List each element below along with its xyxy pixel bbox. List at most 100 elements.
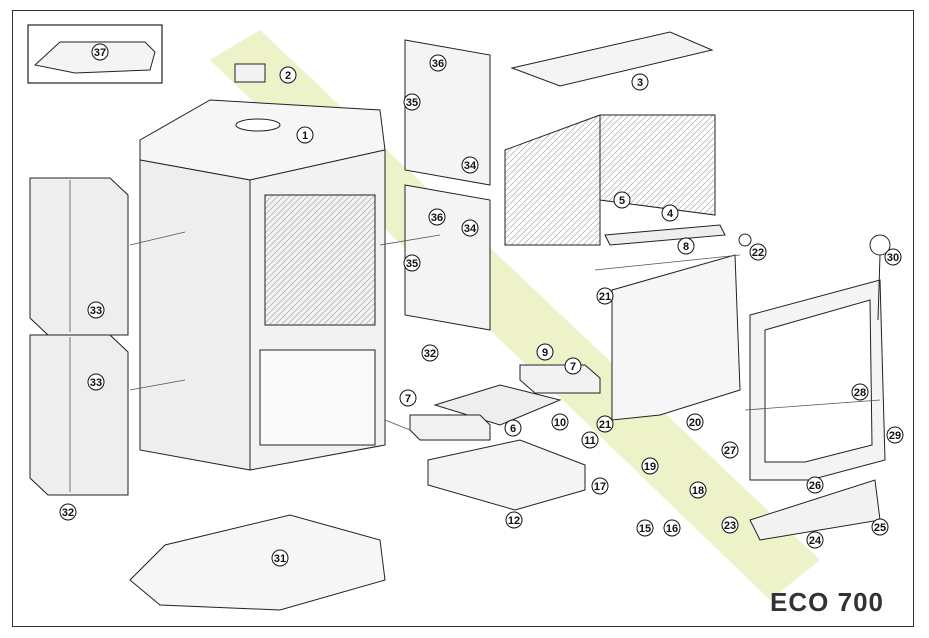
callout-11: 11 [581, 431, 599, 449]
callout-28: 28 [851, 383, 869, 401]
callout-17: 17 [591, 477, 609, 495]
back-plate-upper [404, 39, 491, 186]
spring-part-22 [738, 233, 752, 247]
callout-label: 30 [887, 252, 899, 264]
side-panel-upper [29, 177, 129, 336]
callout-label: 11 [584, 435, 596, 447]
callout-label: 22 [752, 247, 764, 259]
callout-label: 34 [464, 223, 477, 235]
callout-7: 7 [399, 389, 417, 407]
callout-label: 29 [889, 430, 901, 442]
callout-19: 19 [641, 457, 659, 475]
callout-18: 18 [689, 481, 707, 499]
callout-label: 7 [570, 361, 576, 373]
callout-label: 12 [508, 515, 520, 527]
callout-6: 6 [504, 419, 522, 437]
callout-label: 27 [724, 445, 736, 457]
callout-35: 35 [403, 93, 421, 111]
callout-21: 21 [596, 415, 614, 433]
model-title: ECO 700 [770, 587, 884, 617]
callout-label: 10 [554, 417, 566, 429]
callout-4: 4 [661, 204, 679, 222]
callout-21: 21 [596, 287, 614, 305]
callout-label: 9 [542, 347, 548, 359]
callout-label: 1 [302, 130, 308, 142]
callout-label: 6 [510, 423, 516, 435]
callout-label: 34 [464, 160, 477, 172]
base-plate [129, 514, 386, 611]
callout-label: 21 [599, 291, 611, 303]
callout-34: 34 [461, 156, 479, 174]
callout-label: 15 [639, 523, 651, 535]
callout-36: 36 [428, 208, 446, 226]
callout-label: 20 [689, 417, 701, 429]
callout-22: 22 [749, 243, 767, 261]
callout-36: 36 [429, 54, 447, 72]
callout-label: 26 [809, 480, 821, 492]
callout-label: 8 [683, 241, 689, 253]
callout-1: 1 [296, 126, 314, 144]
callout-label: 24 [809, 535, 822, 547]
callout-5: 5 [613, 191, 631, 209]
callout-label: 32 [424, 348, 436, 360]
flue-collar [234, 63, 266, 83]
callout-15: 15 [636, 519, 654, 537]
callout-25: 25 [871, 518, 889, 536]
callout-31: 31 [271, 549, 289, 567]
callout-label: 32 [62, 507, 74, 519]
callout-label: 33 [90, 305, 102, 317]
top-plate [510, 31, 714, 87]
callout-label: 33 [90, 377, 102, 389]
door-frame [611, 254, 741, 421]
callout-label: 28 [854, 387, 866, 399]
callout-label: 17 [594, 481, 606, 493]
callout-29: 29 [886, 426, 904, 444]
firebox-liners [504, 114, 726, 246]
callout-7: 7 [564, 357, 582, 375]
callout-label: 37 [94, 47, 106, 59]
callout-label: 16 [666, 523, 678, 535]
callout-label: 5 [619, 195, 625, 207]
callout-label: 36 [432, 58, 444, 70]
callout-label: 31 [274, 553, 286, 565]
side-panel-lower [29, 334, 129, 496]
callout-20: 20 [686, 413, 704, 431]
callout-label: 21 [599, 419, 611, 431]
callout-27: 27 [721, 441, 739, 459]
callout-3: 3 [631, 73, 649, 91]
callout-8: 8 [677, 237, 695, 255]
callout-12: 12 [505, 511, 523, 529]
callout-label: 4 [667, 208, 674, 220]
callout-label: 3 [637, 77, 643, 89]
callout-23: 23 [721, 516, 739, 534]
callout-33: 33 [87, 373, 105, 391]
callout-26: 26 [806, 476, 824, 494]
callout-10: 10 [551, 413, 569, 431]
callout-37: 37 [91, 43, 109, 61]
callout-label: 35 [406, 97, 418, 109]
callout-label: 35 [406, 258, 418, 270]
leader-lines [129, 231, 881, 431]
callout-35: 35 [403, 254, 421, 272]
fire-brick-right [519, 364, 601, 394]
callout-label: 23 [724, 520, 736, 532]
callout-24: 24 [806, 531, 824, 549]
callout-9: 9 [536, 343, 554, 361]
callout-30: 30 [884, 248, 902, 266]
ash-pan [427, 439, 586, 511]
callout-label: 25 [874, 522, 886, 534]
spring-part-30 [869, 234, 891, 321]
callout-33: 33 [87, 301, 105, 319]
stove-body [139, 99, 386, 471]
callout-32: 32 [59, 503, 77, 521]
callout-32: 32 [421, 344, 439, 362]
fire-brick-left [409, 414, 491, 441]
callout-label: 7 [405, 393, 411, 405]
callout-label: 2 [285, 70, 291, 82]
callout-2: 2 [279, 66, 297, 84]
callout-label: 36 [431, 212, 443, 224]
front-door [749, 279, 886, 481]
callout-16: 16 [663, 519, 681, 537]
